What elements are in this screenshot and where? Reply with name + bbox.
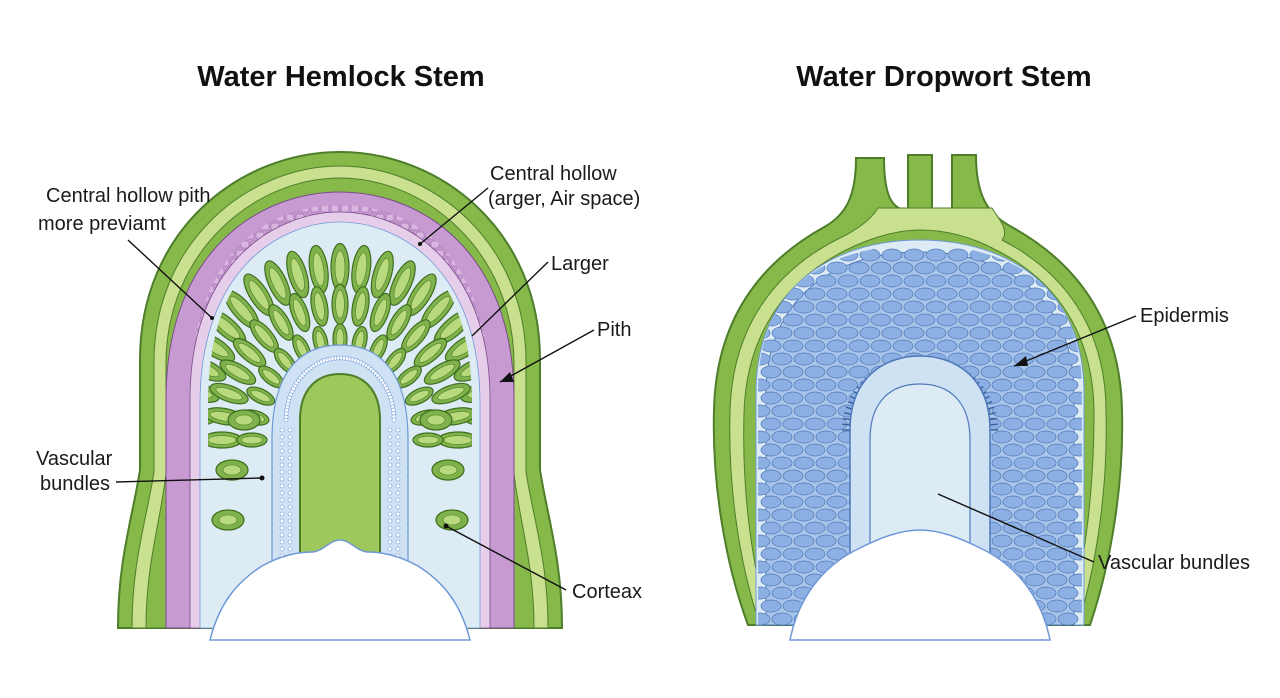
label-vascular-bundles-line2: bundles <box>40 473 110 495</box>
label-larger: Larger <box>551 253 609 275</box>
label-pith: Pith <box>597 319 631 341</box>
label-vascular-bundles-line1: Vascular <box>36 448 113 470</box>
label-vascular-bundles-right: Vascular bundles <box>1098 552 1250 574</box>
water-dropwort-stem-illustration <box>712 154 1124 641</box>
label-epidermis: Epidermis <box>1140 305 1229 327</box>
leader-epidermis <box>1013 315 1137 367</box>
leader-pith <box>499 329 595 383</box>
label-cortex: Corteax <box>572 581 642 603</box>
left-title: Water Hemlock Stem <box>197 61 484 93</box>
hemlock-central-hollow <box>209 539 471 641</box>
leader-cortex <box>445 525 567 591</box>
hemlock-vascular-bundles <box>208 242 472 531</box>
label-central-hollow-line1: Central hollow <box>490 163 617 185</box>
label-central-hollow-pith-line2: more previamt <box>38 213 166 235</box>
label-central-hollow-pith-line1: Central hollow pith <box>46 185 211 207</box>
leader-vascular-bundles-right <box>937 493 1095 563</box>
dropwort-central-hollow <box>789 529 1051 641</box>
leader-vascular-bundles <box>115 477 263 483</box>
label-central-hollow-line2: (arger, Air space) <box>488 188 640 210</box>
leader-larger <box>471 261 549 337</box>
water-hemlock-stem-illustration <box>116 150 564 641</box>
leader-central-hollow-pith <box>127 239 213 319</box>
right-title: Water Dropwort Stem <box>796 61 1091 93</box>
leader-central-hollow <box>419 187 489 245</box>
